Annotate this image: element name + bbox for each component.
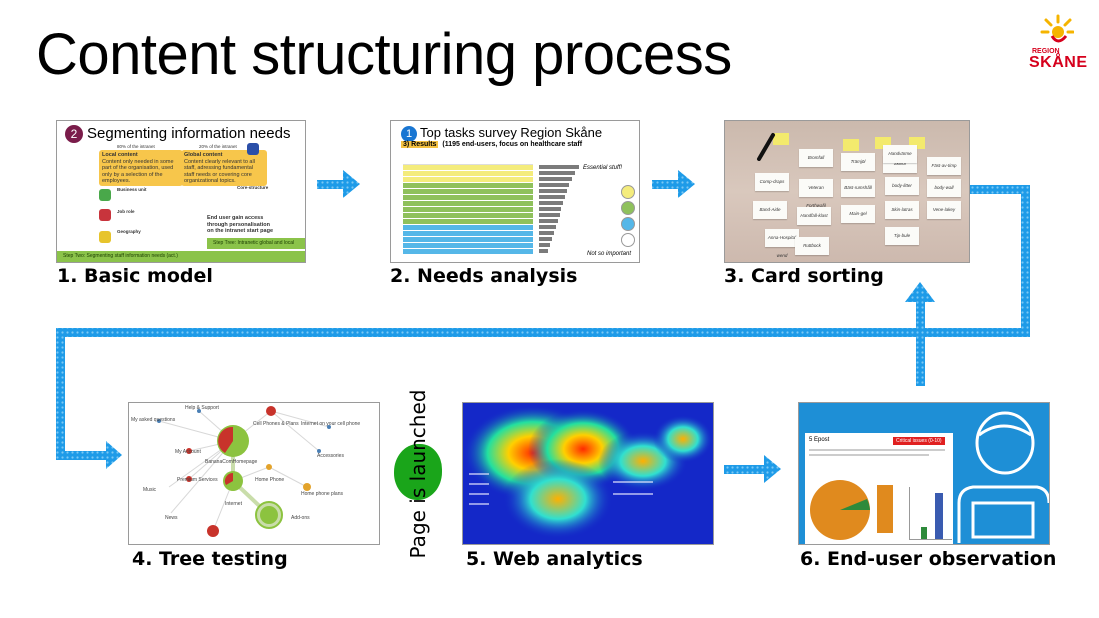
thumb1-local-title: Local content bbox=[102, 152, 138, 158]
heatmap-graphic bbox=[463, 403, 713, 544]
legend-yellow-dot bbox=[621, 185, 635, 199]
panel-title: 5 Epost bbox=[809, 437, 830, 443]
thumb1-step-two: Step Two: Segmenting staff information n… bbox=[57, 251, 305, 262]
legend-blue-dot bbox=[621, 217, 635, 231]
tree-label-homephoneplans: Home phone plans bbox=[301, 491, 343, 497]
thumb1-heading-text: Segmenting information needs bbox=[87, 125, 291, 142]
thumb1-step-three: Step Tree: Intranetic global and local (… bbox=[207, 238, 305, 257]
tree-label-account: My Account bbox=[175, 449, 201, 455]
web-analytics-heatmap bbox=[462, 402, 714, 545]
tree-label-homephone: Home Phone bbox=[255, 477, 285, 483]
tree-label-accessories: Accessories bbox=[317, 453, 344, 459]
caption-basic-model: 1. Basic model bbox=[57, 265, 213, 287]
observation-screen: 5 Epost Critical issues (0-10) bbox=[805, 433, 953, 544]
tree-label-internet: Internet bbox=[225, 501, 242, 507]
tree-label-help: Help & Support bbox=[185, 405, 219, 411]
logo-small-text: REGION bbox=[1032, 48, 1060, 55]
card-7: Veteran Forthwafil bbox=[799, 179, 833, 208]
card-17: Ruttbock bbox=[795, 237, 829, 255]
thumb1-global-pct: 20% of the intranet bbox=[199, 144, 237, 149]
caption-end-user-observation: 6. End-user observation bbox=[800, 548, 1057, 570]
slide-title: Content structuring process bbox=[36, 22, 732, 87]
legend-white-dot bbox=[621, 233, 635, 247]
pie-graphic bbox=[810, 480, 870, 540]
puzzle-red-icon bbox=[99, 209, 111, 221]
thumb1-global-text: Content clearly relevant to all staff, a… bbox=[184, 158, 255, 185]
thumb1-local-text: Content only needed in some part of the … bbox=[102, 158, 174, 185]
card-13: Main-gel bbox=[841, 205, 875, 223]
thumb1-gain: End user gain access through personalisa… bbox=[207, 215, 274, 234]
sticky-note-1 bbox=[773, 133, 789, 145]
card-8: Bäst-rumshåll bbox=[841, 179, 875, 197]
sun-logo-icon bbox=[1040, 14, 1074, 43]
tree-label-premium: Premium Services bbox=[177, 477, 218, 483]
tree-label-addons: Add-ons bbox=[291, 515, 310, 521]
card-4: Handvärme bbox=[883, 145, 917, 163]
caption-web-analytics: 5. Web analytics bbox=[466, 548, 643, 570]
card-15: Vene-lakey bbox=[927, 201, 961, 219]
card-2: Trämjöl bbox=[841, 153, 875, 171]
puzzle-blue-icon bbox=[247, 143, 259, 155]
thumb2-number: 1 bbox=[401, 126, 417, 142]
thumb2-subtitle-hl: 3) Results bbox=[401, 141, 439, 148]
thumb1-core: Core-structure bbox=[237, 185, 269, 190]
thumb1-geography: Geography bbox=[117, 229, 141, 234]
legend-green-dot bbox=[621, 201, 635, 215]
caption-card-sorting: 3. Card sorting bbox=[724, 265, 884, 287]
tree-label-questions: My asked questions bbox=[131, 417, 176, 423]
tree-label-music: Music bbox=[143, 487, 157, 493]
card-16: Anna-Hospital wend bbox=[765, 229, 799, 258]
tree-label-news: News bbox=[165, 515, 178, 521]
thumb2-note-top: Essential stuff! bbox=[583, 165, 623, 171]
logo-text: SKÅNE bbox=[1029, 54, 1088, 71]
thumb1-global-title: Global content bbox=[184, 152, 223, 158]
card-10: body-wall bbox=[927, 179, 961, 197]
page-launched-marker: Page is launched bbox=[394, 389, 442, 559]
tree-testing-thumbnail: Help & Support My asked questions My Acc… bbox=[128, 402, 380, 545]
caption-tree-testing: 4. Tree testing bbox=[132, 548, 288, 570]
card-14: Skin-latras bbox=[885, 201, 919, 219]
user-illustration-icon bbox=[957, 411, 1049, 543]
puzzle-green-icon bbox=[99, 189, 111, 201]
puzzle-yellow-icon bbox=[99, 231, 111, 243]
thumb1-job-role: Job role bbox=[117, 209, 135, 214]
thumb1-global-box: Global content Content clearly relevant … bbox=[181, 150, 267, 186]
card-5: Fäst-av-timp bbox=[927, 157, 961, 175]
card-sorting-photo: Bromfall Trämjöl Skivor Handvärme Fäst-a… bbox=[724, 120, 970, 263]
tree-diagram bbox=[157, 406, 331, 537]
thumb1-local-pct: 80% of the intranet bbox=[117, 144, 155, 149]
thumb1-local-box: Local content Content only needed in som… bbox=[99, 150, 183, 186]
card-11: Band-Aide bbox=[753, 201, 787, 219]
critical-issues-badge: Critical issues (0-10) bbox=[893, 437, 945, 445]
sticky-note-2 bbox=[843, 139, 859, 151]
page-launched-label: Page is launched bbox=[406, 389, 430, 559]
thumb2-heading-text: Top tasks survey Region Skåne bbox=[420, 125, 603, 140]
card-6: Comp-draps bbox=[755, 173, 789, 191]
tree-label-internet-cell: Internet on your cell phone bbox=[301, 421, 361, 427]
card-12: Handfall-klast bbox=[797, 207, 831, 225]
thumb2-subtitle-text: (1195 end-users, focus on healthcare sta… bbox=[442, 141, 583, 148]
card-1: Bromfall bbox=[799, 149, 833, 167]
thumb1-business-unit: Business unit bbox=[117, 187, 147, 192]
thumb1-number: 2 bbox=[65, 125, 83, 143]
tree-label-cellphones: Cell Phones & Plans bbox=[253, 421, 299, 427]
caption-needs-analysis: 2. Needs analysis bbox=[390, 265, 578, 287]
tree-label-homepage: BananaComHomepage bbox=[205, 459, 258, 465]
end-user-observation-thumbnail: 5 Epost Critical issues (0-10) bbox=[798, 402, 1050, 545]
marker-pen-icon bbox=[757, 133, 775, 161]
card-9: body-litter bbox=[885, 177, 919, 195]
card-18: Tip-bule bbox=[885, 227, 919, 245]
thumb2-subtitle: 3) Results (1195 end-users, focus on hea… bbox=[401, 141, 584, 148]
region-skane-logo: REGION SKÅNE bbox=[1024, 14, 1088, 76]
thumb2-note-bottom: Not so important bbox=[587, 251, 632, 257]
green-blob bbox=[394, 444, 442, 500]
